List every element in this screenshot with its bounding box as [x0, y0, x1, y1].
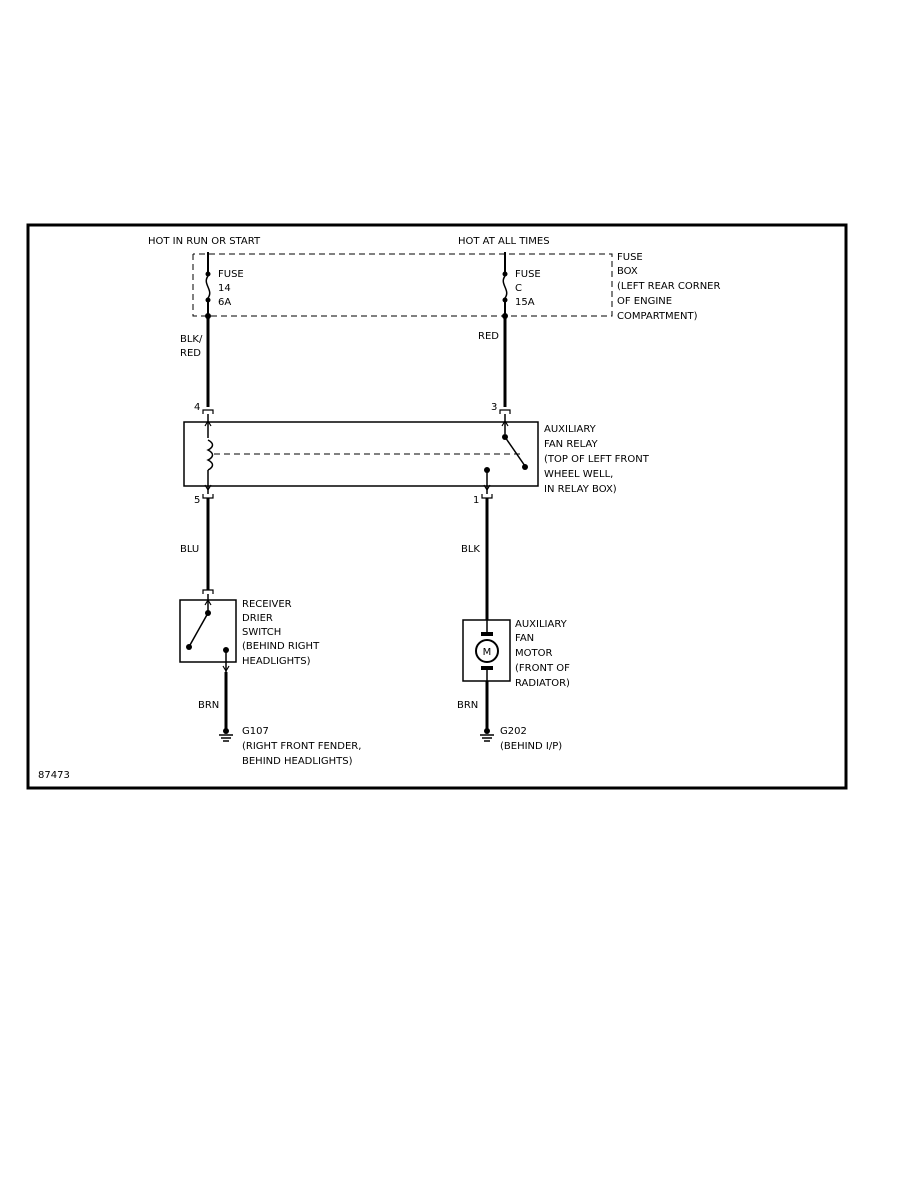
- ground-g202-icon: [480, 728, 494, 742]
- relay-label-5: IN RELAY BOX): [544, 484, 617, 495]
- fuse-right-l3: 15A: [515, 297, 535, 308]
- fuse-box-line-2: BOX: [617, 266, 638, 277]
- ground-left-label-2: (RIGHT FRONT FENDER,: [242, 741, 361, 752]
- wire-label-brn-left: BRN: [198, 700, 219, 711]
- pin-3: 3: [491, 402, 497, 413]
- switch-label-2: DRIER: [242, 613, 273, 624]
- fuse-right-l1: FUSE: [515, 269, 541, 280]
- switch-label-1: RECEIVER: [242, 599, 292, 610]
- connector-3: [499, 409, 511, 414]
- pin-5: 5: [194, 495, 200, 506]
- fuse-left-l2: 14: [218, 283, 231, 294]
- motor-label-2: FAN: [515, 633, 534, 644]
- motor-label-1: AUXILIARY: [515, 619, 568, 630]
- fuse-c: [502, 252, 508, 319]
- fuse-box-line-3: (LEFT REAR CORNER: [617, 281, 720, 292]
- motor-label-3: MOTOR: [515, 648, 552, 659]
- fuse-box-line-4: OF ENGINE: [617, 296, 672, 307]
- switch-label-4: (BEHIND RIGHT: [242, 641, 320, 652]
- receiver-drier-switch: [186, 594, 230, 673]
- motor-label-5: RADIATOR): [515, 678, 570, 689]
- ground-left-label-1: G107: [242, 726, 269, 737]
- fuse-left-l1: FUSE: [218, 269, 244, 280]
- figure-id: 87473: [38, 770, 70, 781]
- wire-label-red: RED: [478, 331, 499, 342]
- pin-4: 4: [194, 402, 200, 413]
- pin-1: 1: [473, 495, 479, 506]
- wire-label-blk-red-1: BLK/: [180, 334, 203, 345]
- relay-label-2: FAN RELAY: [544, 439, 598, 450]
- ground-right-label-2: (BEHIND I/P): [500, 741, 562, 752]
- wire-label-blk-red-2: RED: [180, 348, 201, 359]
- fuse-right-l2: C: [515, 283, 522, 294]
- relay-label-1: AUXILIARY: [544, 424, 597, 435]
- hot-run-start-label: HOT IN RUN OR START: [148, 236, 261, 247]
- ground-g107-icon: [219, 728, 233, 742]
- motor-label-4: (FRONT OF: [515, 663, 570, 674]
- fuse-left-l3: 6A: [218, 297, 231, 308]
- relay-label-3: (TOP OF LEFT FRONT: [544, 454, 650, 465]
- wire-label-brn-right: BRN: [457, 700, 478, 711]
- fuse-box-line-1: FUSE: [617, 252, 643, 263]
- ground-right-label-1: G202: [500, 726, 527, 737]
- switch-label-3: SWITCH: [242, 627, 281, 638]
- motor-symbol: M: [483, 647, 492, 658]
- wire-label-blk: BLK: [461, 544, 480, 555]
- fan-motor-icon: [475, 620, 499, 681]
- relay-label-4: WHEEL WELL,: [544, 469, 613, 480]
- connector-4: [202, 409, 214, 414]
- switch-label-5: HEADLIGHTS): [242, 656, 311, 667]
- relay-box: [183, 421, 539, 487]
- fuse-box-line-5: COMPARTMENT): [617, 311, 698, 322]
- fuse-box-outline: [192, 253, 613, 317]
- relay-contact: [483, 414, 528, 494]
- connector-5: [202, 494, 214, 499]
- wire-label-blu: BLU: [180, 544, 199, 555]
- diagram-frame: [26, 223, 848, 790]
- relay-coil: [204, 414, 214, 494]
- hot-all-times-label: HOT AT ALL TIMES: [458, 236, 550, 247]
- ground-left-label-3: BEHIND HEADLIGHTS): [242, 756, 353, 767]
- connector-1: [481, 494, 493, 499]
- fuse-14: [205, 252, 211, 319]
- switch-connector: [202, 589, 214, 594]
